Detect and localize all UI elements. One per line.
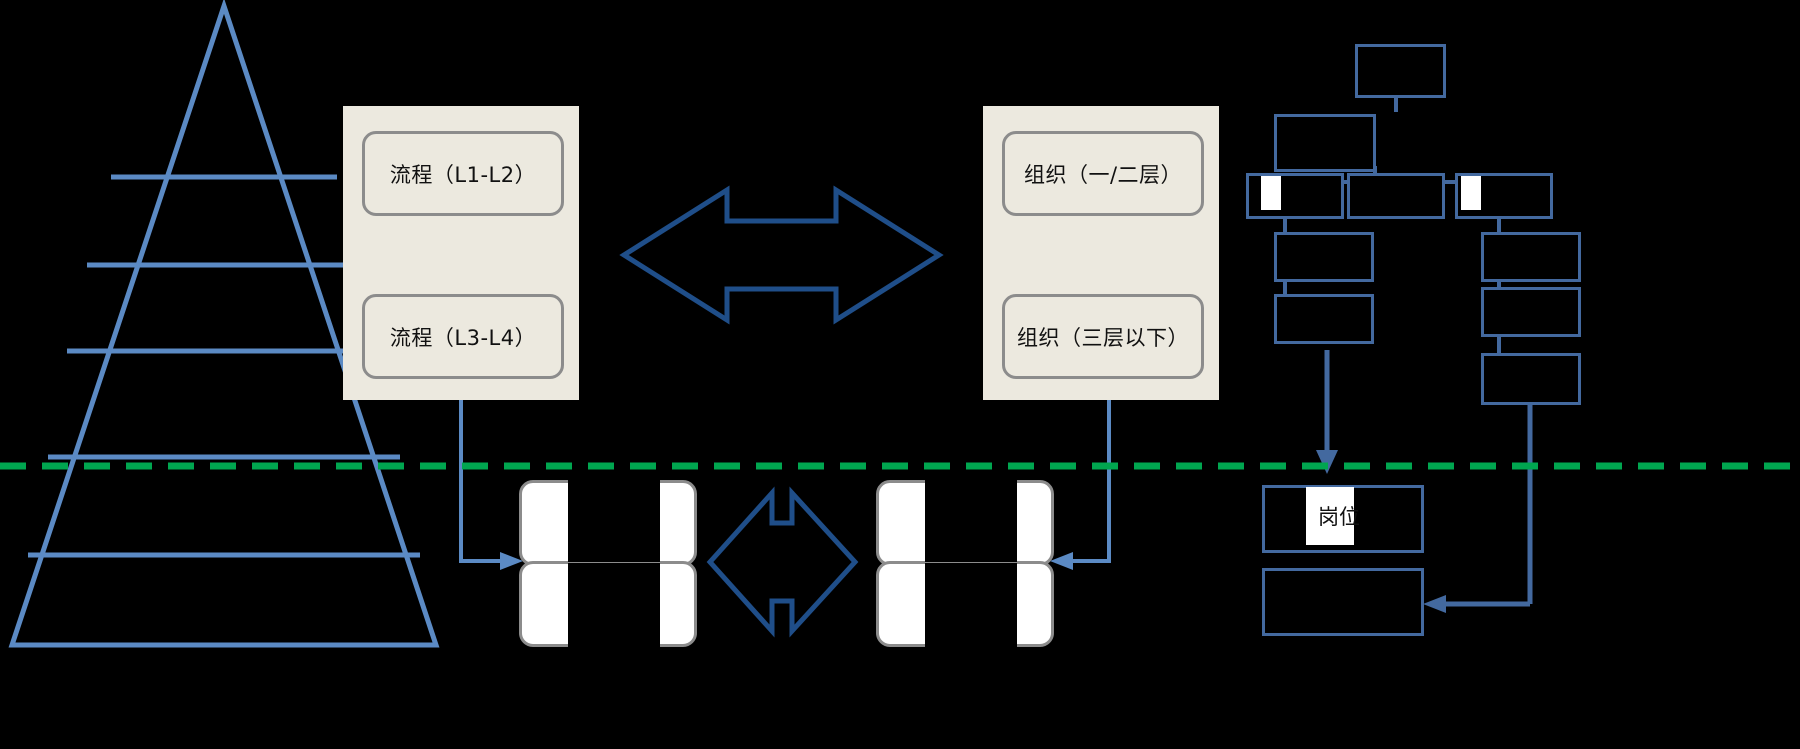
orgchart-node-f[interactable] <box>1274 294 1374 344</box>
orgchart-position-node-visible-strip <box>1306 487 1354 545</box>
orgchart-node-c[interactable] <box>1347 173 1445 219</box>
connector-process-to-cards <box>459 377 523 570</box>
organization-box-tier-1-2[interactable]: 组织（一/二层） <box>1002 131 1204 216</box>
orgchart-node-b-visible-strip <box>1261 176 1281 210</box>
organization-card-lower-mask <box>925 563 1017 647</box>
capability-pyramid <box>8 0 440 648</box>
connector-organization-to-cards <box>1050 377 1111 570</box>
organization-box-tier-3-below[interactable]: 组织（三层以下） <box>1002 294 1204 379</box>
orgchart-bottom-node[interactable] <box>1262 568 1424 636</box>
process-box-l1-l2[interactable]: 流程（L1-L2） <box>362 131 564 216</box>
organization-card-upper-mask <box>925 478 1017 562</box>
orgchart-node-root[interactable] <box>1355 44 1446 98</box>
orgchart-position-label: 岗位 <box>1318 505 1360 529</box>
orgchart-node-h[interactable] <box>1481 287 1581 337</box>
process-card-lower-mask <box>568 563 660 647</box>
orgchart-node-d-visible-strip <box>1461 176 1481 210</box>
process-card-upper-mask <box>568 478 660 562</box>
orgchart-node-a[interactable] <box>1274 114 1376 172</box>
bidirectional-arrow-bottom <box>706 486 859 638</box>
orgchart-node-e[interactable] <box>1274 232 1374 282</box>
orgchart-node-i[interactable] <box>1481 353 1581 405</box>
orgchart-node-g[interactable] <box>1481 232 1581 282</box>
process-box-l3-l4[interactable]: 流程（L3-L4） <box>362 294 564 379</box>
bidirectional-arrow-top <box>619 185 944 325</box>
